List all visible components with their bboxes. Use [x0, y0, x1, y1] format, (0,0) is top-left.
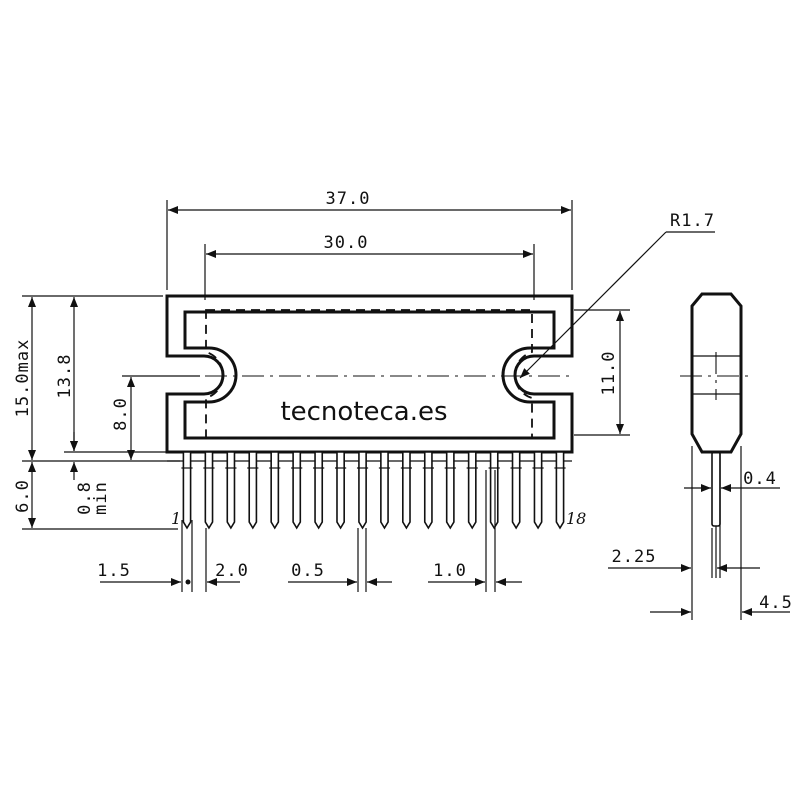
- top-dimensions: 37.0 30.0 R1.7: [166, 189, 715, 379]
- pin-9: [358, 451, 367, 530]
- dim-standoff: 0.8: [75, 481, 95, 515]
- dim-pin-pitch: 2.0: [215, 561, 249, 581]
- pin-last-label: 18: [566, 509, 586, 528]
- side-body-outline: [690, 292, 743, 454]
- pin-17: [533, 451, 543, 530]
- dim-height-max: 15.0max: [13, 339, 33, 418]
- dim-package-thickness: 4.5: [759, 593, 793, 613]
- dim-dot-pin1: [185, 579, 191, 585]
- pin-8: [336, 451, 345, 530]
- pin-3: [226, 451, 236, 530]
- pin-5: [270, 451, 280, 530]
- pin-13: [445, 451, 455, 530]
- pin-1: [182, 451, 192, 530]
- pin-11: [402, 451, 411, 530]
- side-lead: [711, 451, 721, 527]
- pin-18: [555, 451, 565, 530]
- pin-16: [511, 451, 521, 530]
- pin-12: [423, 451, 433, 530]
- dim-standoff-unit: min: [91, 481, 111, 515]
- pin-2: [204, 451, 214, 530]
- dim-pin-width: 0.5: [291, 561, 325, 581]
- pin-7: [314, 451, 324, 530]
- watermark-text: tecnoteca.es: [280, 397, 447, 427]
- dim-lead-offset: 2.25: [612, 547, 657, 567]
- pin-6: [292, 451, 302, 530]
- right-dimensions: 11.0: [574, 309, 630, 436]
- front-view: tecnoteca.es: [165, 294, 574, 462]
- pin-4: [248, 451, 258, 530]
- dim-hole-radius: R1.7: [670, 211, 715, 231]
- pin-14: [467, 451, 477, 530]
- radius-leader: [519, 231, 667, 379]
- pin-10: [380, 451, 389, 530]
- body-inner-outline: [183, 310, 556, 440]
- bottom-dimensions: 1.5 2.0 0.5 1.0: [97, 470, 522, 592]
- pin-first-label: 1: [171, 509, 181, 528]
- side-view: 0.4 2.25 4.5: [608, 292, 793, 620]
- dim-hole-pitch: 30.0: [324, 233, 369, 253]
- mold-dashed-outline: [205, 309, 533, 439]
- tab-outline: [165, 294, 574, 454]
- pin-15: [489, 451, 499, 530]
- dim-hole-height: 8.0: [111, 397, 131, 431]
- dim-lead-length: 6.0: [13, 479, 33, 513]
- dim-lead-thickness: 0.4: [743, 469, 777, 489]
- left-dimensions: 15.0max 13.8 8.0 6.0 0.8 min: [13, 295, 200, 530]
- dim-side-height: 11.0: [599, 351, 619, 396]
- dim-overall-length: 37.0: [326, 189, 371, 209]
- dim-pitch-offset: 1.0: [433, 561, 467, 581]
- dim-edge-to-pin: 1.5: [97, 561, 131, 581]
- dim-body-height: 13.8: [55, 354, 75, 399]
- pin-row: [181, 451, 566, 530]
